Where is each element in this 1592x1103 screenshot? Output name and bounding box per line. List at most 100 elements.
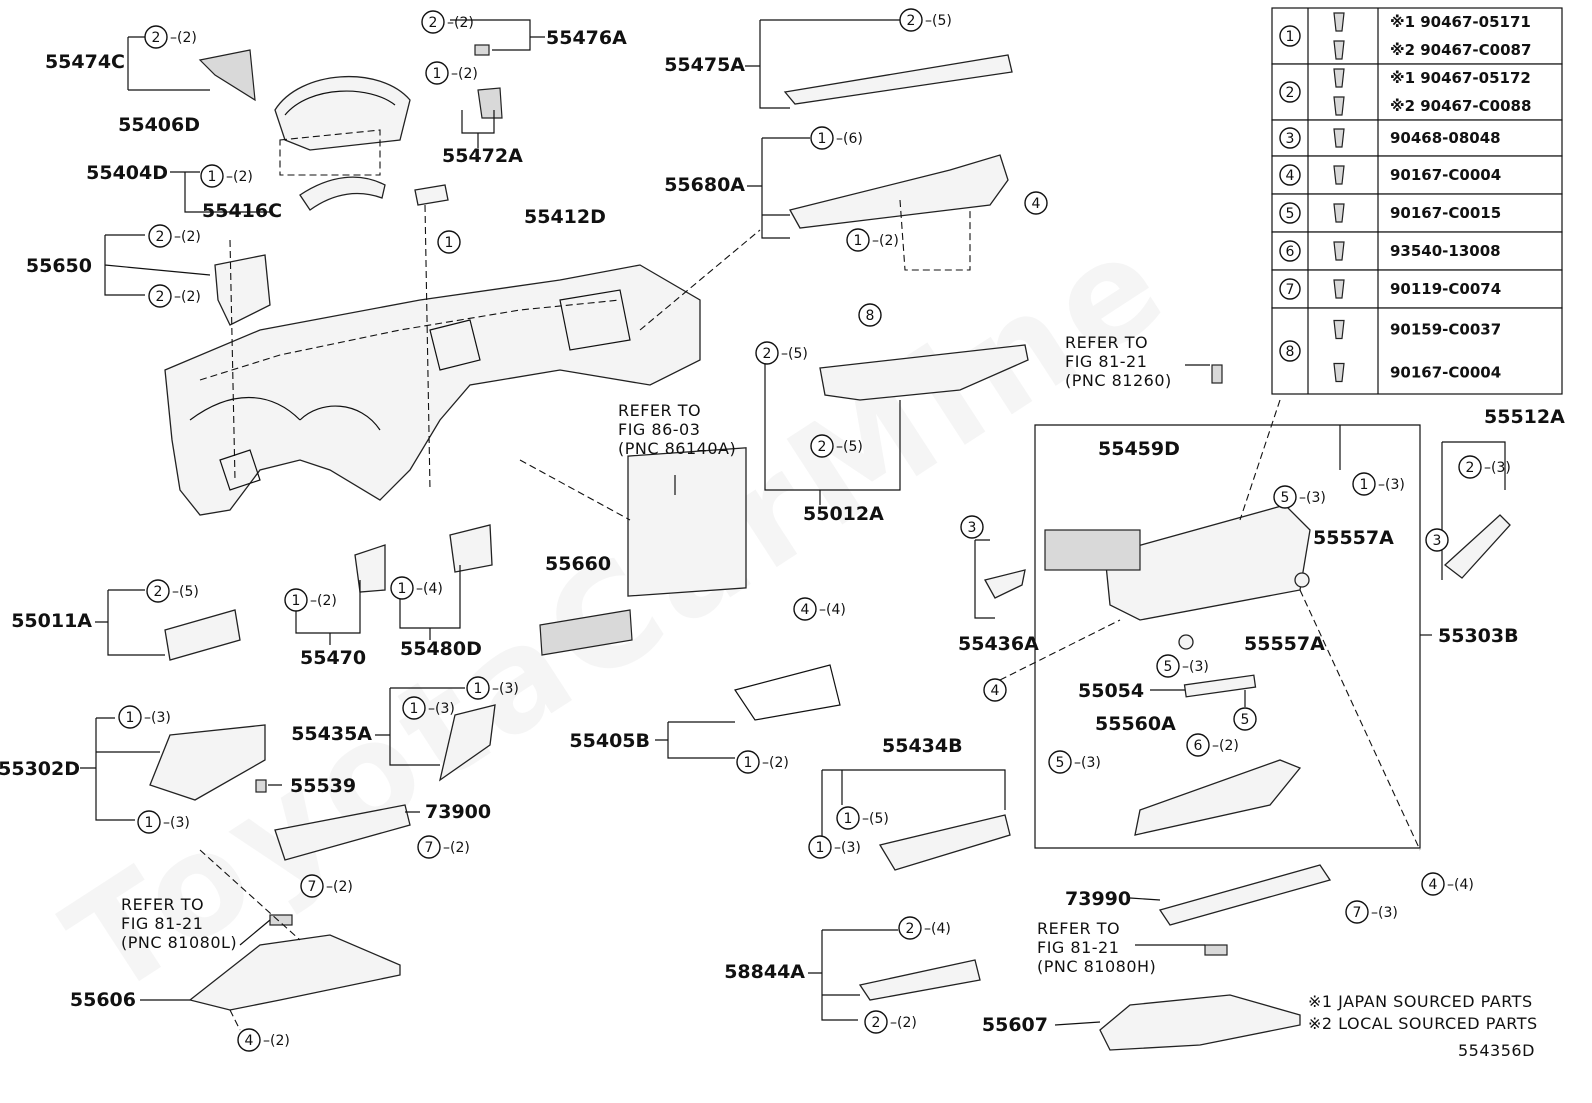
parts-table-part-number: 93540-13008	[1390, 242, 1501, 260]
callout-number: 3	[968, 520, 977, 536]
callout-number: 4	[991, 683, 1000, 699]
parts-table-part-number: ※2 90467-C0087	[1390, 41, 1531, 59]
callout-number: 5	[1056, 755, 1065, 771]
fastener-icon	[1333, 68, 1345, 88]
callout-quantity: –(4)	[416, 581, 443, 597]
part-number: 55012A	[803, 503, 884, 525]
reference-line: (PNC 81080H)	[1037, 957, 1156, 976]
callout-number: 2	[907, 13, 916, 29]
callout-marker: 2–(3)	[1458, 455, 1511, 479]
part-55660-illustration	[539, 609, 633, 656]
callout-number: 2	[818, 439, 827, 455]
part-55475a-illustration	[783, 54, 1013, 105]
reference-line: FIG 81-21	[121, 914, 203, 933]
callout-number: 1	[854, 233, 863, 249]
part-73990-illustration	[1158, 864, 1332, 926]
reference-line: (PNC 86140A)	[618, 439, 736, 458]
part-55539-illustration	[255, 779, 267, 793]
callout-quantity: –(5)	[172, 584, 199, 600]
fastener-icon	[1333, 40, 1345, 60]
part-55472a-illustration	[477, 87, 503, 119]
part-73900-illustration	[274, 804, 411, 861]
parts-table-key: 2	[1286, 85, 1295, 101]
part-label-55416c: 55416C	[202, 200, 282, 222]
part-number: 55470	[300, 647, 366, 669]
part-55012a-illustration	[819, 344, 1029, 401]
callout-number: 5	[1164, 659, 1173, 675]
callout-marker: 1–(6)	[810, 126, 863, 150]
parts-table-key: 1	[1286, 29, 1295, 45]
part-number: 55404D	[86, 162, 168, 184]
ref-81260-clip-illustration	[1211, 364, 1223, 384]
callout-marker: 7–(2)	[300, 874, 353, 898]
callout-marker: 1–(3)	[137, 810, 190, 834]
callout-number: 1	[744, 755, 753, 771]
callout-number: 4	[245, 1033, 254, 1049]
part-number: 55557A	[1313, 527, 1394, 549]
callout-number: 2	[763, 346, 772, 362]
part-55557a-lower-illustration	[1178, 634, 1194, 650]
callout-quantity: –(2)	[451, 66, 478, 82]
part-number: 55539	[290, 775, 356, 797]
part-55480d-illustration	[449, 524, 493, 573]
callout-marker: 4–(4)	[1421, 872, 1474, 896]
parts-table-part-number: 90167-C0015	[1390, 204, 1501, 222]
part-number: 55472A	[442, 145, 523, 167]
callout-quantity: –(2)	[174, 229, 201, 245]
callout-number: 2	[156, 229, 165, 245]
callout-quantity: –(5)	[836, 439, 863, 455]
callout-number: 1	[410, 701, 419, 717]
callout-marker: 2 –(5)	[755, 341, 808, 365]
reference-line: REFER TO	[121, 895, 204, 914]
part-label-55459d: 55459D	[1098, 438, 1180, 460]
parts-table-part-number: ※1 90467-05172	[1390, 69, 1531, 87]
parts-table-row: 2※1 90467-05172※2 90467-C0088	[1271, 63, 1563, 121]
diagram-code: 554356D	[1458, 1041, 1535, 1060]
callout-quantity: –(3)	[1182, 659, 1209, 675]
part-55405b-illustration	[734, 664, 841, 721]
callout-marker: 2–(2)	[148, 284, 201, 308]
callout-marker: 1–(2)	[284, 588, 337, 612]
part-number: 55405B	[569, 730, 650, 752]
part-55607-illustration	[1099, 994, 1301, 1051]
part-55557a-illustration	[1294, 572, 1310, 588]
leader-lines	[80, 19, 1506, 1031]
callout-marker-loose: 4	[983, 678, 1007, 702]
callout-number: 7	[425, 840, 434, 856]
callout-quantity: –(3)	[1371, 905, 1398, 921]
part-number: 55607	[982, 1014, 1048, 1036]
callout-quantity: –(3)	[144, 710, 171, 726]
callout-marker: 1–(4)	[390, 576, 443, 600]
part-number: 55557A	[1244, 633, 1325, 655]
reference-line: FIG 86-03	[618, 420, 700, 439]
callout-quantity: –(5)	[781, 346, 808, 362]
callout-number: 2	[429, 15, 438, 31]
part-number: 55416C	[202, 200, 282, 222]
callout-marker: 4–(2)	[237, 1028, 290, 1052]
callout-quantity: –(3)	[1484, 460, 1511, 476]
part-number: 55459D	[1098, 438, 1180, 460]
callout-number: 7	[308, 879, 317, 895]
part-number: 55512A	[1484, 406, 1565, 428]
footnote-local: ※2 LOCAL SOURCED PARTS	[1308, 1014, 1538, 1033]
callout-quantity: –(5)	[925, 13, 952, 29]
callout-quantity: –(3)	[428, 701, 455, 717]
part-label-55660: 55660	[545, 553, 611, 575]
part-number: 55606	[70, 989, 136, 1011]
callout-marker: 5 –(3)	[1156, 654, 1209, 678]
callout-number: 7	[1353, 905, 1362, 921]
callout-marker: 4	[1024, 191, 1048, 215]
callout-marker: 5–(3)	[1048, 750, 1101, 774]
